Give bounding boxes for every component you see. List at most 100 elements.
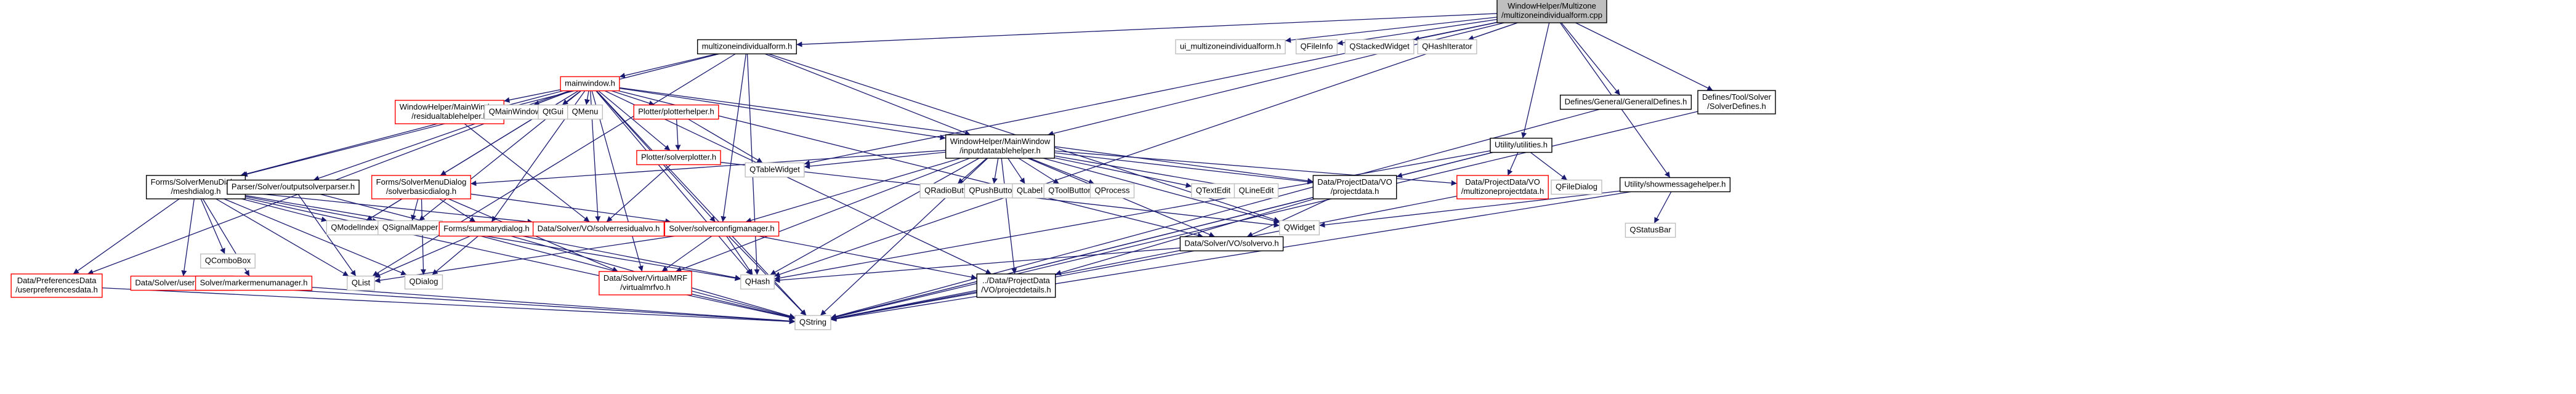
node-qpushbutton[interactable]: QPushButton	[964, 183, 1022, 199]
node-qstackedwidget[interactable]: QStackedWidget	[1344, 39, 1415, 55]
node-box	[636, 150, 721, 166]
node-label: Data/Solver/VO/solvervo.h	[1184, 239, 1278, 248]
include-edge	[1054, 152, 1314, 185]
node-root[interactable]: WindowHelper/Multizone/multizoneindividu…	[1496, 0, 1607, 23]
node-label: QToolButton	[1048, 186, 1092, 195]
node-ui-multizone[interactable]: ui_multizoneindividualform.h	[1175, 39, 1286, 55]
node-box	[976, 273, 1056, 298]
node-qwidget[interactable]: QWidget	[1279, 220, 1320, 236]
node-label: /meshdialog.h	[171, 187, 221, 196]
node-box	[560, 76, 620, 92]
node-box	[1697, 90, 1776, 115]
node-solverdefines[interactable]: Defines/Tool/Solver/SolverDefines.h	[1697, 90, 1776, 115]
node-box	[1279, 220, 1320, 236]
node-qhashiterator[interactable]: QHashIterator	[1417, 39, 1477, 55]
include-edge	[804, 151, 946, 169]
node-projectdata[interactable]: Data/ProjectData/VO/projectdata.h	[1312, 175, 1397, 199]
include-edge	[374, 235, 470, 278]
node-qtablewidget[interactable]: QTableWidget	[745, 162, 805, 178]
node-label: QWidget	[1284, 223, 1315, 232]
node-box	[664, 221, 780, 237]
include-edge	[604, 90, 992, 275]
node-label: QModelIndex	[331, 223, 379, 232]
node-plotterhelper[interactable]: Plotter/plotterhelper.h	[633, 104, 719, 120]
node-qgui[interactable]: QtGui	[538, 104, 568, 120]
node-qmainwindow[interactable]: QMainWindow	[484, 104, 546, 120]
node-multizone-h[interactable]: multizoneindividualform.h	[696, 39, 797, 55]
node-qtextedit[interactable]: QTextEdit	[1191, 183, 1235, 199]
include-edge	[774, 247, 1181, 283]
node-label: WindowHelper/Multizone	[1508, 1, 1596, 10]
node-label: Forms/SolverMenuDialog	[376, 177, 467, 187]
node-solvervo[interactable]: Data/Solver/VO/solvervo.h	[1179, 236, 1284, 252]
node-qprocess[interactable]: QProcess	[1089, 183, 1135, 199]
node-box	[1344, 39, 1415, 55]
node-solverbasicdialog[interactable]: Forms/SolverMenuDialog/solverbasicdialog…	[371, 175, 472, 199]
node-showmessage[interactable]: Utility/showmessagehelper.h	[1619, 177, 1731, 193]
node-qlist[interactable]: QList	[347, 275, 375, 291]
node-label: Data/Solver/VirtualMRF	[604, 273, 687, 283]
include-edge	[606, 164, 671, 222]
include-edge	[692, 294, 796, 320]
node-virtualmrfvo[interactable]: Data/Solver/VirtualMRF/virtualmrfvo.h	[599, 271, 692, 296]
include-edge	[200, 198, 225, 254]
include-edge	[1007, 158, 1025, 184]
node-box	[195, 275, 313, 291]
node-label: Forms/summarydialog.h	[443, 224, 529, 233]
include-edge	[224, 198, 407, 276]
include-edge	[598, 90, 671, 151]
node-inputdatatable[interactable]: WindowHelper/MainWindow/inputdatatablehe…	[945, 134, 1055, 159]
node-box	[395, 100, 504, 124]
node-box	[1559, 94, 1692, 110]
node-box	[567, 104, 604, 120]
node-label: QMenu	[572, 107, 599, 116]
include-edge	[504, 89, 561, 103]
node-label: QSignalMapper	[382, 223, 438, 232]
node-label: Solver/markermenumanager.h	[200, 278, 308, 287]
node-label: multizoneindividualform.h	[702, 42, 793, 51]
node-utilities[interactable]: Utility/utilities.h	[1490, 137, 1552, 153]
node-qmodelindex[interactable]: QModelIndex	[326, 220, 384, 236]
node-solverplotter[interactable]: Plotter/solverplotter.h	[636, 150, 721, 166]
node-qhash[interactable]: QHash	[740, 274, 775, 290]
include-edge	[1653, 191, 1672, 223]
node-qlineedit[interactable]: QLineEdit	[1233, 183, 1279, 199]
node-multizoneprojectdata[interactable]: Data/ProjectData/VO/multizoneprojectdata…	[1456, 175, 1549, 199]
include-edge	[470, 150, 946, 187]
node-outputsolverparser[interactable]: Parser/Solver/outputsolverparser.h	[227, 179, 360, 195]
node-label: Forms/SolverMenuDialog	[151, 177, 241, 187]
include-edge	[1018, 158, 1060, 185]
node-qsignalmapper[interactable]: QSignalMapper	[378, 220, 443, 236]
node-solverresidualvo[interactable]: Data/Solver/VO/solverresidualvo.h	[532, 221, 665, 237]
node-qstring[interactable]: QString	[794, 315, 831, 331]
node-box	[740, 274, 775, 290]
node-solverconfigmanager[interactable]: Solver/solverconfigmanager.h	[664, 221, 780, 237]
node-residualtable[interactable]: WindowHelper/MainWindow/residualtablehel…	[395, 100, 504, 124]
node-generaldefines[interactable]: Defines/General/GeneralDefines.h	[1559, 94, 1692, 110]
node-box	[371, 175, 472, 199]
node-solvermarker[interactable]: Solver/markermenumanager.h	[195, 275, 313, 291]
node-qfiledialog[interactable]: QFileDialog	[1551, 179, 1602, 195]
node-qcombobox[interactable]: QComboBox	[200, 253, 256, 269]
node-label: ui_multizoneindividualform.h	[1180, 42, 1281, 51]
node-userpreferencesdata[interactable]: Data/PreferencesData/userpreferencesdata…	[10, 273, 103, 298]
node-projectdetails[interactable]: ../Data/ProjectData/VO/projectdetails.h	[976, 273, 1056, 298]
include-edge	[1001, 158, 1017, 275]
node-label: Utility/showmessagehelper.h	[1625, 180, 1726, 189]
node-label: Plotter/plotterhelper.h	[638, 107, 714, 116]
node-qlabel[interactable]: QLabel	[1012, 183, 1048, 199]
include-edge	[432, 236, 478, 275]
include-edge	[1246, 198, 1330, 238]
node-qdialog[interactable]: QDialog	[404, 274, 443, 290]
node-qstatusbar[interactable]: QStatusBar	[1625, 222, 1676, 238]
node-qmenu[interactable]: QMenu	[567, 104, 604, 120]
node-mainwindow[interactable]: mainwindow.h	[560, 76, 620, 92]
include-edge	[522, 235, 741, 281]
node-label: QLabel	[1017, 186, 1043, 195]
node-label: QFileDialog	[1556, 182, 1597, 191]
node-qfileinfo[interactable]: QFileInfo	[1295, 39, 1338, 55]
include-edge	[957, 158, 987, 184]
include-edge	[676, 158, 970, 272]
node-summarydialog[interactable]: Forms/summarydialog.h	[438, 221, 535, 237]
node-qtoolbutton[interactable]: QToolButton	[1043, 183, 1097, 199]
